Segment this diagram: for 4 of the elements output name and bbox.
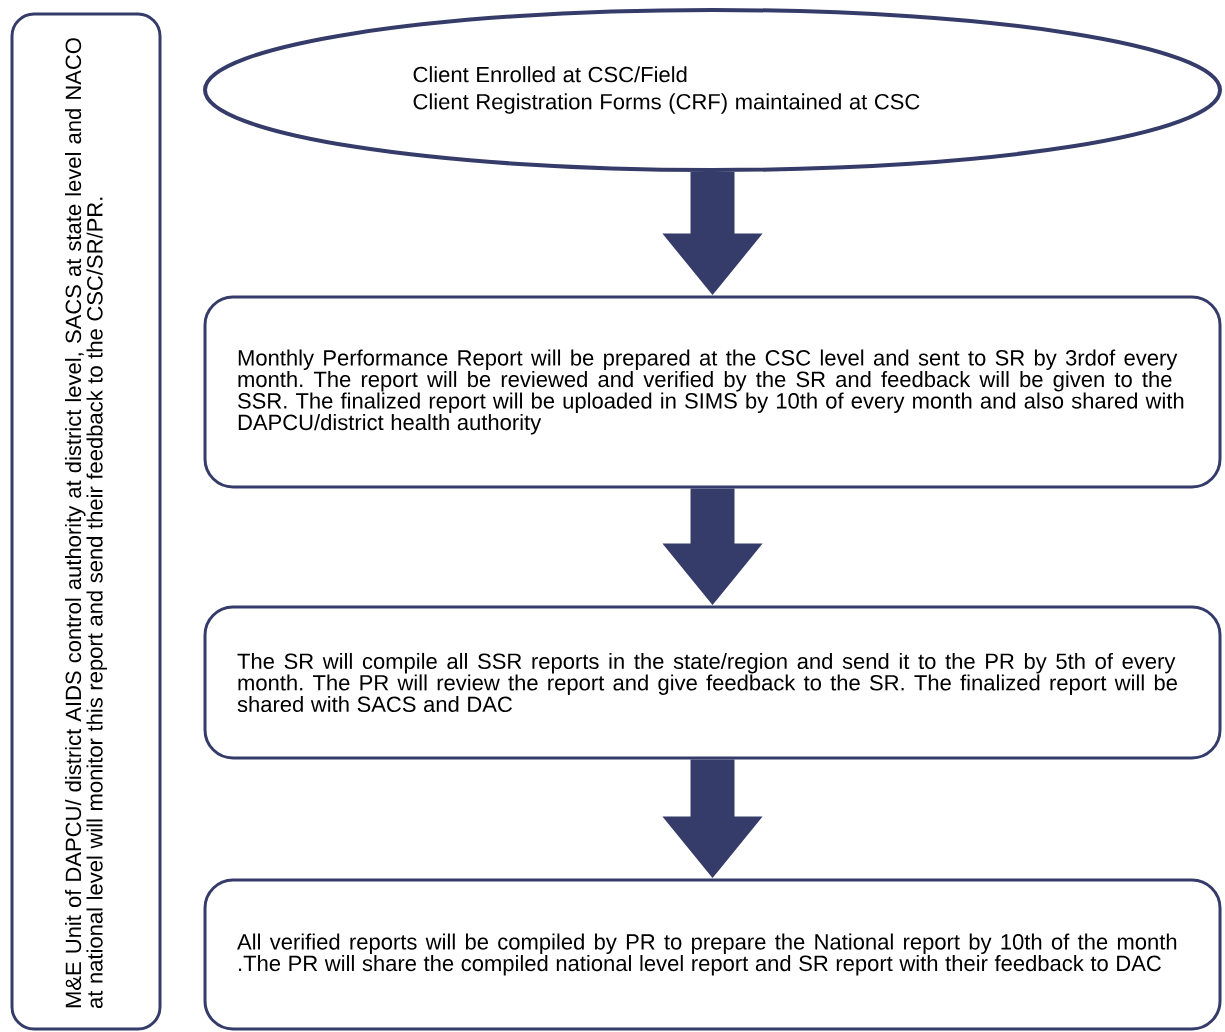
process-box: Monthly Performance Report will be prepared at the CSC level and sent to SR by 3rdof every month. The report will be reviewed and verified by the SR and feedback will be given to the SSR. The finalized report will be uploaded in SIMS by 10th of every month and also shared with DAPCU/district health authority — [203, 295, 1222, 489]
process-box: The SR will compile all SSR reports in the state/region and send it to the PR by 5th of every month. The PR will review the report and give feedback to the SR. The finalized report will be shared with SACS and DAC — [203, 605, 1222, 760]
monitoring-box: M&E Unit of DAPCU/ district AIDS control authority at district level, SACS at state level and NACO at national level will monitor this report and send their feedback to the CSC/SR/PR. — [10, 12, 162, 1031]
process-box: All verified reports will be compiled by PR to prepare the National report by 10th of the month .The PR will share the compiled national level report and SR report with their feedback to DAC — [203, 878, 1222, 1031]
